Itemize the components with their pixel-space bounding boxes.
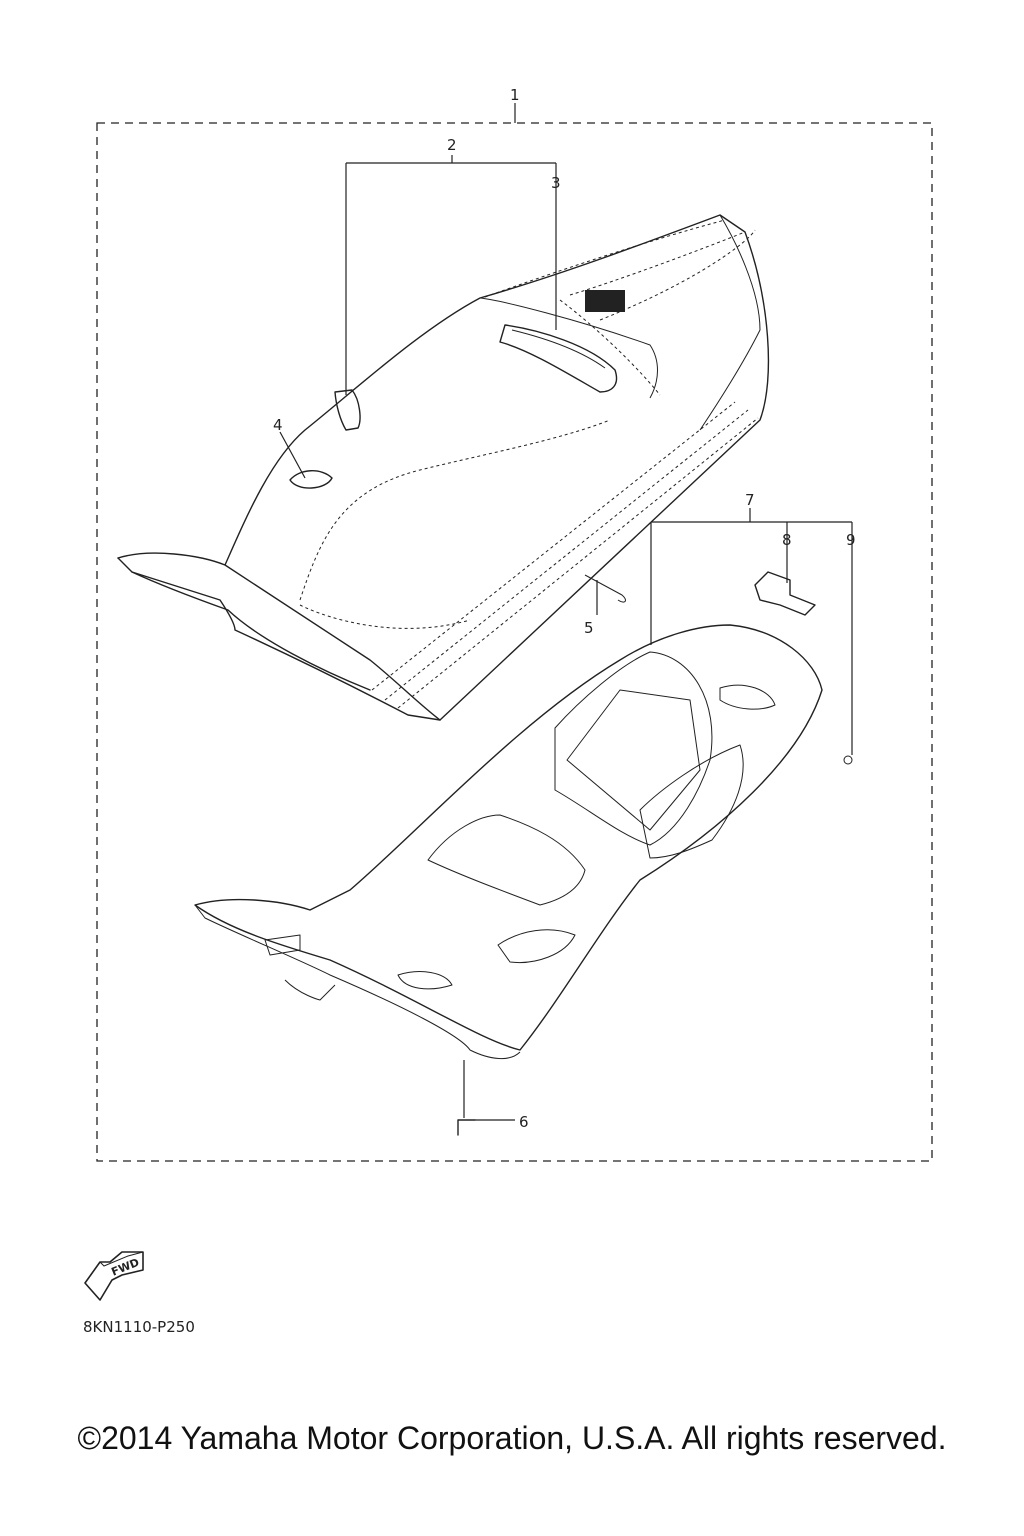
callout-5: 5 [584,619,594,637]
copyright-notice: ©2014 Yamaha Motor Corporation, U.S.A. A… [77,1420,947,1456]
fwd-arrow-icon: FWD [84,1251,144,1301]
diagram-code: 8KN1110-P250 [83,1318,195,1336]
callout-8: 8 [782,531,792,549]
callout-6: 6 [519,1113,529,1131]
callout-7: 7 [745,491,755,509]
callout-4: 4 [273,416,283,434]
callout-2: 2 [447,136,457,154]
logo-patch-icon [585,290,625,312]
callout-3: 3 [551,174,561,192]
kit-boundary [96,122,933,1162]
seat-cover [117,214,770,721]
callout-1: 1 [510,86,520,104]
leader-lines [279,103,853,1121]
callout-9: 9 [846,531,856,549]
seat-base [194,571,853,1136]
